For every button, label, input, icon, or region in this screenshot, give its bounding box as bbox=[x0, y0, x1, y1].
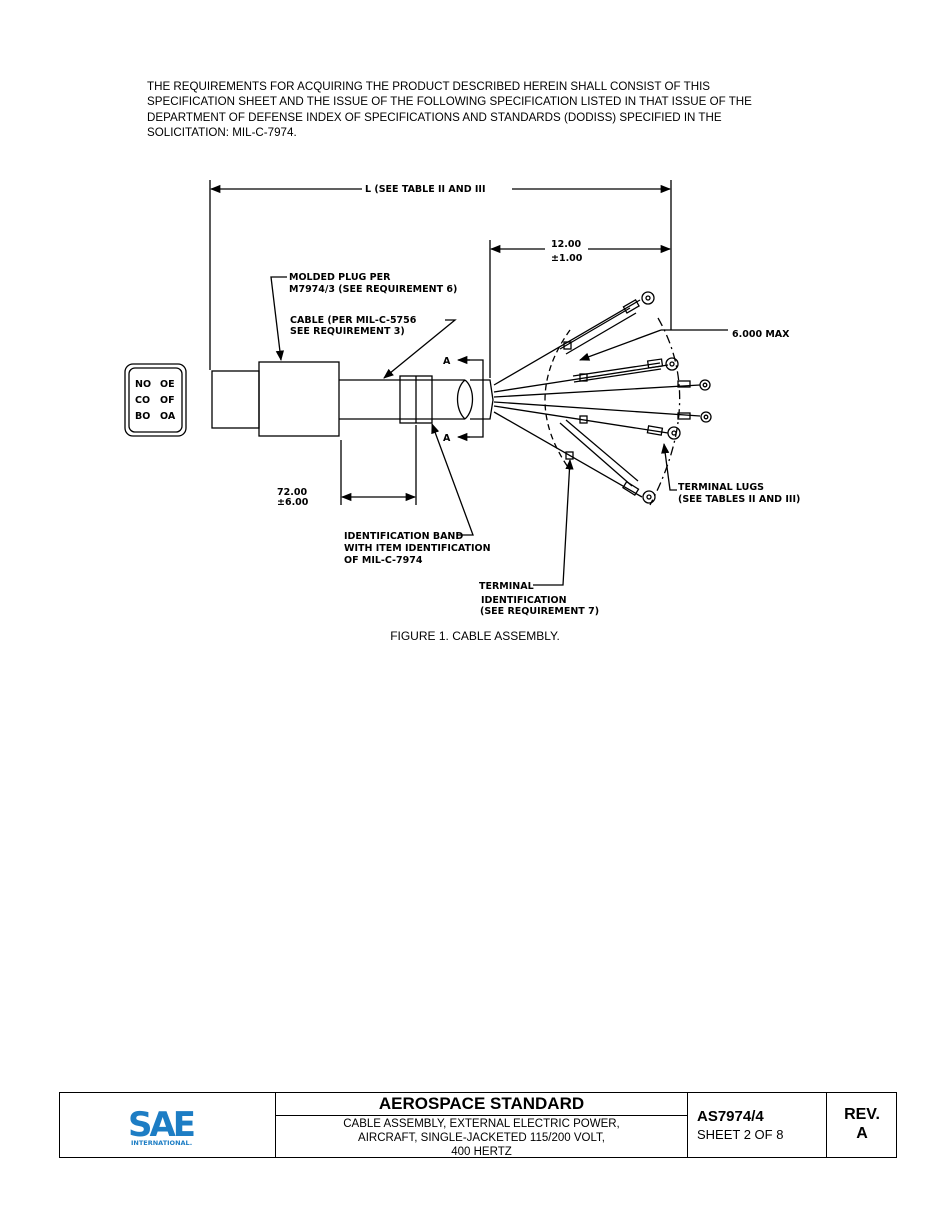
section-a-label: A bbox=[443, 433, 451, 444]
document-number: AS7974/4 bbox=[697, 1108, 764, 1125]
document-cell: AS7974/4 SHEET 2 OF 8 bbox=[688, 1093, 827, 1157]
cable-assembly-figure: NO OE CO OF BO OA L (SEE TABLE II AND II… bbox=[124, 180, 800, 617]
lugs-label: (SEE TABLES II AND III) bbox=[678, 494, 800, 505]
band-dimension-value: 72.00 bbox=[277, 487, 307, 498]
lugs-label: TERMINAL LUGS bbox=[678, 482, 764, 493]
section-a-label: A bbox=[443, 356, 451, 367]
cable-label: SEE REQUIREMENT 3) bbox=[290, 326, 405, 337]
revision-label: REV. bbox=[844, 1106, 880, 1123]
revision-cell: REV. A bbox=[827, 1093, 897, 1157]
plug-label: MOLDED PLUG PER bbox=[289, 272, 391, 283]
terminal-label: (SEE REQUIREMENT 7) bbox=[480, 606, 599, 617]
standard-description: CABLE ASSEMBLY, EXTERNAL ELECTRIC POWER,… bbox=[343, 1118, 620, 1158]
sae-logo-subtext: INTERNATIONAL. bbox=[131, 1139, 192, 1147]
length-dimension-label: L (SEE TABLE II AND III bbox=[365, 184, 486, 195]
band-label: OF MIL-C-7974 bbox=[344, 555, 423, 566]
revision-value: A bbox=[856, 1125, 868, 1142]
standard-name: AEROSPACE STANDARD bbox=[276, 1093, 687, 1116]
title-block: SAE INTERNATIONAL. AEROSPACE STANDARD CA… bbox=[59, 1092, 897, 1158]
figure-caption: FIGURE 1. CABLE ASSEMBLY. bbox=[390, 629, 560, 643]
max-dimension-label: 6.000 MAX bbox=[732, 329, 790, 340]
lead-dimension-tolerance: ±1.00 bbox=[551, 253, 583, 264]
pin-label: NO bbox=[135, 379, 151, 390]
sheet-number: SHEET 2 OF 8 bbox=[697, 1127, 784, 1142]
sae-logo-text: SAE bbox=[128, 1105, 194, 1145]
terminal-label: IDENTIFICATION bbox=[481, 595, 567, 606]
pin-label: CO bbox=[135, 395, 150, 406]
terminal-label: TERMINAL bbox=[479, 581, 534, 592]
sae-logo: SAE INTERNATIONAL. bbox=[128, 1105, 197, 1147]
band-label: IDENTIFICATION BAND bbox=[344, 531, 463, 542]
cable-label: CABLE (PER MIL-C-5756 bbox=[290, 315, 417, 326]
title-cell: AEROSPACE STANDARD CABLE ASSEMBLY, EXTER… bbox=[276, 1093, 688, 1158]
pin-label: OA bbox=[160, 411, 176, 422]
band-label: WITH ITEM IDENTIFICATION bbox=[344, 543, 491, 554]
band-dimension-tolerance: ±6.00 bbox=[277, 497, 309, 508]
lead-dimension-value: 12.00 bbox=[551, 239, 581, 250]
logo-cell: SAE INTERNATIONAL. bbox=[60, 1093, 276, 1157]
pin-label: BO bbox=[135, 411, 150, 422]
plug-label: M7974/3 (SEE REQUIREMENT 6) bbox=[289, 284, 457, 295]
pin-label: OF bbox=[160, 395, 175, 406]
pin-label: OE bbox=[160, 379, 175, 390]
intro-paragraph: THE REQUIREMENTS FOR ACQUIRING THE PRODU… bbox=[147, 80, 752, 140]
